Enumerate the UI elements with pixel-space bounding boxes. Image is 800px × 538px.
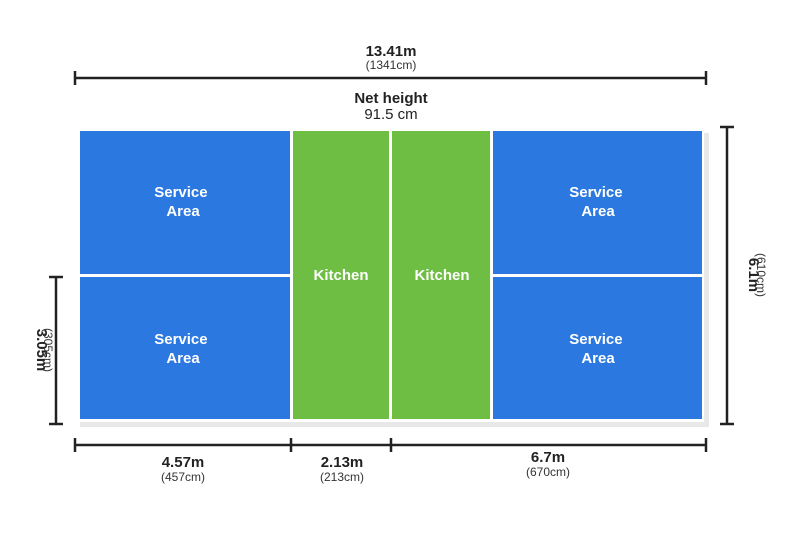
half-width-label: 3.05m: [33, 329, 50, 372]
total-length-sublabel: (1341cm): [366, 58, 417, 72]
service-area-bottom-left: [80, 277, 290, 419]
width-sublabel: (610cm): [754, 253, 768, 297]
label-line-1: Service: [569, 184, 622, 201]
service-area-top-left: [80, 131, 290, 274]
label-line-2: Area: [581, 203, 615, 220]
label-line-1: Service: [569, 331, 622, 348]
net-height-label: Net height: [354, 90, 427, 107]
label-line-2: Area: [581, 350, 615, 367]
service-area-label-top-right: Service Area: [569, 184, 627, 220]
label-line-1: Service: [154, 331, 207, 348]
service-area-label-top-left: Service Area: [154, 184, 212, 220]
total-length-label: 13.41m: [366, 43, 417, 60]
service-area-label-bottom-left: Service Area: [154, 331, 212, 367]
half-court-length-sublabel: (670cm): [526, 465, 570, 479]
label-line-2: Area: [166, 203, 200, 220]
service-area-bottom-right: [493, 277, 702, 419]
width-label: 6.1m: [745, 258, 762, 292]
label-line-1: Service: [154, 184, 207, 201]
kitchen-length-sublabel: (213cm): [320, 470, 364, 484]
net-height-value: 91.5 cm: [364, 106, 417, 123]
label-line-2: Area: [166, 350, 200, 367]
service-length-sublabel: (457cm): [161, 470, 205, 484]
kitchen-label-right: Kitchen: [414, 267, 469, 284]
kitchen-label-left: Kitchen: [313, 267, 368, 284]
service-area-top-right: [493, 131, 702, 274]
kitchen-right: [392, 131, 490, 419]
service-length-label: 4.57m: [162, 454, 205, 471]
half-width-sublabel: (305cm): [41, 328, 55, 372]
kitchen-length-label: 2.13m: [321, 454, 364, 471]
service-area-label-bottom-right: Service Area: [569, 331, 627, 367]
half-court-length-label: 6.7m: [531, 449, 565, 466]
kitchen-left: [293, 131, 389, 419]
